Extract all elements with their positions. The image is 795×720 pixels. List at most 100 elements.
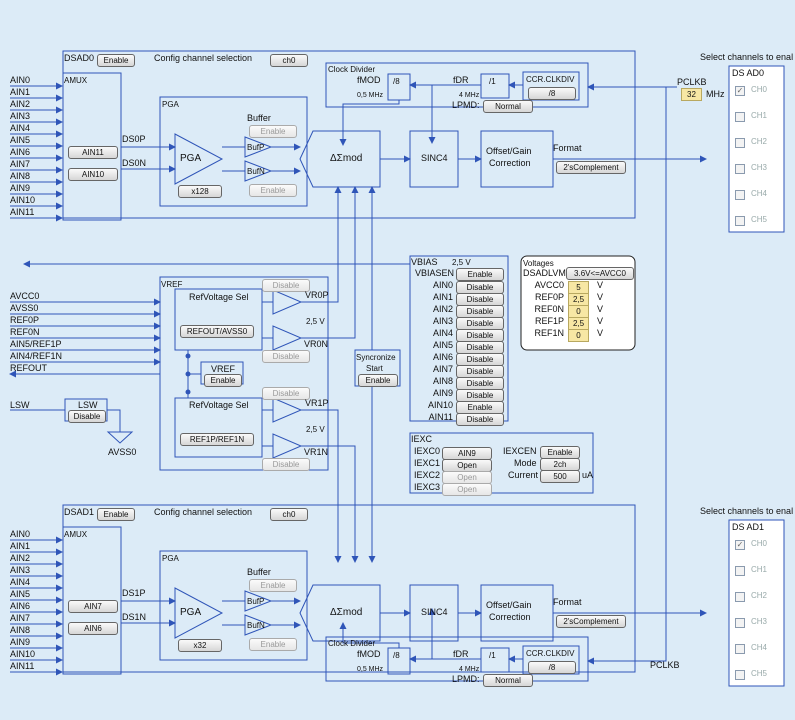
vbias-ain8-toggle[interactable]: Disable [456,377,504,390]
channels1-label-ch3: CH3 [751,617,768,626]
dsad1-config-channel-select[interactable]: ch0 [270,508,308,521]
dsad1-format-select[interactable]: 2'sComplement [556,615,626,628]
voltage-label-0: AVCC0 [534,280,564,290]
vbias-row-label-7: AIN7 [432,364,453,374]
channels1-checkbox-ch5[interactable] [735,670,745,680]
channels0-checkbox-ch4[interactable] [735,190,745,200]
channels0-checkbox-ch0[interactable]: ✓ [735,86,745,96]
vref-title: VREF [161,280,183,289]
dsad1-clock-ccr-label: CCR.CLKDIV [526,649,575,658]
iexc-current-unit: uA [582,470,594,480]
channels1-label-ch2: CH2 [751,591,768,600]
vref-vr1p-disable-button[interactable]: Disable [262,387,310,400]
dsadlvm-label: DSADLVM [523,268,566,278]
dsad0-bufp-enable-button[interactable]: Enable [249,125,297,138]
dsad1-bufp-enable-button[interactable]: Enable [249,579,297,592]
vref-vr0p-disable-button[interactable]: Disable [262,279,310,292]
channels0-checkbox-ch2[interactable] [735,138,745,148]
channels1-title: DS AD1 [732,522,765,532]
pclkb-label-bottom: PCLKB [650,660,680,670]
iexc3-select[interactable]: Open [442,483,492,496]
vref-enable-button[interactable]: Enable [204,374,242,387]
vref-vr1n-disable-button[interactable]: Disable [262,458,310,471]
dsadlvm-select[interactable]: 3.6V<=AVCC0 [566,267,634,280]
channels1-checkbox-ch1[interactable] [735,566,745,576]
dsad0-pga-gain-select[interactable]: x128 [178,185,222,198]
voltage-input-4[interactable]: 0 [568,329,589,342]
dsad1-amux-negative-select[interactable]: AIN6 [68,622,118,635]
channels1-header: Select channels to enal [700,506,794,516]
dsad1-amux-label: AMUX [64,530,88,539]
vbias-row-label-1: AIN1 [432,292,453,302]
sync-line2: Start [366,364,383,373]
dsad0-amux-positive-select[interactable]: AIN11 [68,146,118,159]
vref-vr0n-disable-button[interactable]: Disable [262,350,310,363]
junction-dot [185,353,191,359]
dsad0-title: DSAD0 [64,53,95,63]
vref-voltage-bottom: 2,5 V [306,425,325,434]
voltage-label-4: REF1N [534,328,564,338]
dsad0-config-label: Config channel selection [154,53,253,63]
sync-line1: Syncronize [356,353,396,362]
dsad1-amux-positive-select[interactable]: AIN7 [68,600,118,613]
vbias-ain11-toggle[interactable]: Disable [456,413,504,426]
vr1p-label: VR1P [305,398,329,408]
dsad0-input-ain9: AIN9 [10,183,31,193]
dsad0-amux-negative-select[interactable]: AIN10 [68,168,118,181]
lsw-to-ground [107,409,121,432]
dsad0-modulator-label: ΔΣmod [330,153,363,164]
dsad0-clock-ccr-select[interactable]: /8 [528,87,576,100]
vbias-row-label-0: AIN0 [432,280,453,290]
dsad0-clock-fmod-to-mod [339,100,400,146]
channels1-label-ch4: CH4 [751,643,768,652]
vr1n-to-mod1 [301,445,359,563]
pclkb-frequency-input[interactable]: 32 [681,88,702,101]
vref-input-3: REF0N [10,327,40,337]
iexc-current-select[interactable]: 500 [540,470,580,483]
dsad0-input-ain2: AIN2 [10,99,31,109]
vr0n-buffer [272,325,303,351]
voltage-unit-4: V [597,328,604,338]
vbias-enable-button[interactable]: Enable [456,268,504,281]
vref-input-5: AIN4/REF1N [10,351,63,361]
dsad0-format-select[interactable]: 2'sComplement [556,161,626,174]
channels1-checkbox-ch3[interactable] [735,618,745,628]
channels0-checkbox-ch3[interactable] [735,164,745,174]
dsad0-clock-lpmd-label: LPMD: [452,100,480,110]
channels1-checkbox-ch0[interactable]: ✓ [735,540,745,550]
iexc-row-label-3: IEXC3 [414,482,441,492]
channels1-checkbox-ch4[interactable] [735,644,745,654]
channels1-checkbox-ch2[interactable] [735,592,745,602]
dsad1-bufn-enable-button[interactable]: Enable [249,638,297,651]
iexc-box [409,432,594,494]
dsad0-clock-divider-label: Clock Divider [328,65,376,74]
dsad0-clock-lpmd-select[interactable]: Normal [483,100,533,113]
dsad1-input-ain1: AIN1 [10,541,31,551]
dsad1-clock-lpmd-select[interactable]: Normal [483,674,533,687]
dsad0-enable-button[interactable]: Enable [97,54,135,67]
dsad1-input-ain2: AIN2 [10,553,31,563]
dsad1-pga-gain-select[interactable]: x32 [178,639,222,652]
dsad0-pga-label: PGA [162,100,179,109]
dsad1-enable-button[interactable]: Enable [97,508,135,521]
refvoltage-sel-bottom-select[interactable]: REF1P/REF1N [180,433,254,446]
pclkb-label-top: PCLKB [677,77,707,87]
vref-input-6: REFOUT [10,363,47,373]
dsad1-clock-ccr-select[interactable]: /8 [528,661,576,674]
voltages-title: Voltages [523,259,554,268]
dsad1-clock-lpmd-label: LPMD: [452,674,480,684]
dsad0-config-channel-select[interactable]: ch0 [270,54,308,67]
channels0-header: Select channels to enal [700,52,794,62]
dsad0-sinc4-label: SINC4 [421,153,448,163]
vbias-row-label-10: AIN10 [427,400,453,410]
channels0-checkbox-ch1[interactable] [735,112,745,122]
refvoltage-sel-top-select[interactable]: REFOUT/AVSS0 [180,325,254,338]
dsad0-bufn-label: BufN [247,167,265,176]
sync-enable-button[interactable]: Enable [358,374,398,387]
dsad0-input-ain0: AIN0 [10,75,31,85]
dsad1-input-ain8: AIN8 [10,625,31,635]
dsad0-bufn-enable-button[interactable]: Enable [249,184,297,197]
lsw-state-button[interactable]: Disable [68,410,106,423]
channels0-checkbox-ch5[interactable] [735,216,745,226]
dsad0-amux-label: AMUX [64,76,88,85]
